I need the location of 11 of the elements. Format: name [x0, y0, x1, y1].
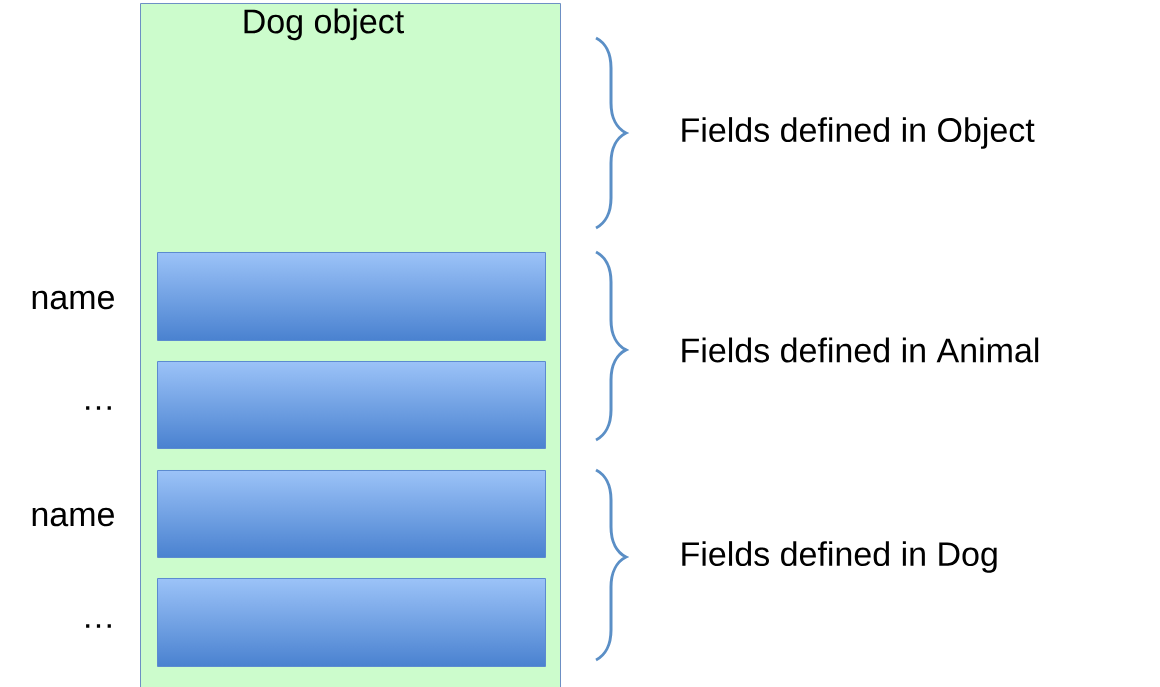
group-label: Fields defined in Animal — [682, 337, 1039, 363]
group-label: Fields defined in Dog — [682, 541, 997, 573]
field-label: name — [32, 507, 114, 527]
field-label: … — [86, 406, 111, 410]
field-label: name — [32, 290, 114, 310]
field-bar — [157, 361, 546, 449]
group-label: Fields defined in Object — [682, 117, 1035, 149]
field-bar — [157, 252, 546, 341]
field-label: … — [86, 624, 111, 628]
field-bar — [157, 470, 546, 558]
field-bar — [157, 578, 546, 667]
